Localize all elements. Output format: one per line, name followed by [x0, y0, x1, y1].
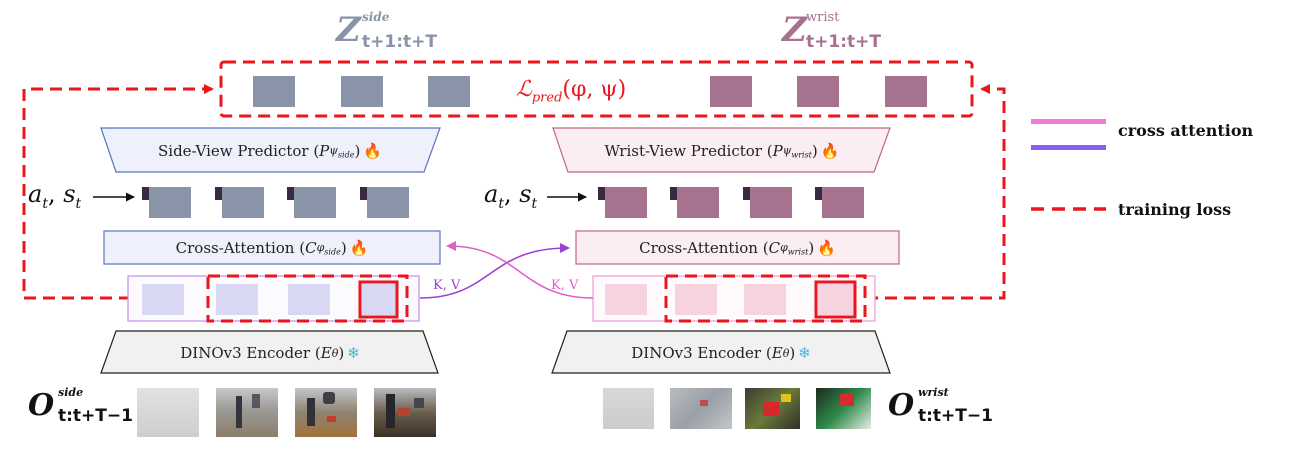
side-observation-frame-1 — [137, 388, 199, 437]
side-observation-label: O side t:t+T−1 — [28, 386, 133, 426]
side-kv-to-wrist-attention — [419, 243, 570, 299]
z-side-sup: side — [362, 10, 390, 24]
snowflake-icon: ❄ — [798, 344, 811, 362]
side-action-state-label: at, st — [28, 180, 82, 212]
wrist-observation-frame-3 — [745, 388, 800, 429]
wrist-observation-frame-1 — [603, 388, 654, 429]
wrist-observation-label: O wrist t:t+T−1 — [888, 386, 993, 426]
side-kv-label: K, V — [433, 278, 461, 293]
wrist-obs-sup: wrist — [918, 386, 949, 399]
wrist-pred-latent-2 — [797, 76, 839, 107]
side-target-token — [358, 280, 399, 319]
wrist-observation-frame-2 — [670, 388, 732, 429]
wrist-cross-attention-shape — [575, 230, 900, 265]
wrist-action-state-label: at, st — [484, 180, 538, 212]
side-observation-frame-2 — [216, 388, 278, 437]
wrist-encoder-shape — [551, 330, 891, 374]
wrist-target-token — [814, 280, 857, 319]
side-observation-frame-3 — [295, 388, 357, 437]
side-obs-sup: side — [58, 386, 84, 399]
fire-icon: 🔥 — [363, 142, 382, 160]
z-wrist-sub: t+1:t+T — [806, 32, 881, 52]
prediction-loss-box — [219, 60, 974, 118]
wrist-loss-path — [866, 84, 1006, 300]
wrist-predictor-tokens — [598, 187, 864, 218]
wrist-pred-latent-3 — [885, 76, 927, 107]
fire-icon: 🔥 — [820, 142, 840, 160]
side-pred-latent-3 — [428, 76, 470, 107]
wrist-kv-to-side-attention — [446, 241, 594, 299]
wrist-pred-latent-1 — [710, 76, 752, 107]
z-side-label: Z side t+1:t+T — [336, 10, 437, 52]
legend-training-loss-label: training loss — [1118, 200, 1232, 219]
legend-cross-attention-purple — [1031, 145, 1106, 150]
wrist-target-dashed-box — [664, 274, 867, 323]
side-loss-path — [22, 84, 214, 300]
wrist-kv-label: K, V — [551, 278, 579, 293]
snowflake-icon: ❄ — [347, 344, 360, 362]
z-wrist-label: Z wrist t+1:t+T — [782, 10, 881, 52]
side-pred-latent-2 — [341, 76, 383, 107]
side-predictor-shape — [100, 127, 441, 173]
side-observation-frame-4 — [374, 388, 436, 437]
side-cross-attention-shape — [103, 230, 441, 265]
side-encoder-shape — [100, 330, 439, 374]
fire-icon: 🔥 — [817, 239, 836, 257]
wrist-obs-sub: t:t+T−1 — [918, 406, 993, 426]
side-target-dashed-box — [206, 274, 409, 323]
wrist-observation-frame-4 — [816, 388, 871, 429]
legend-cross-attention-pink — [1031, 119, 1106, 124]
side-obs-sub: t:t+T−1 — [58, 406, 133, 426]
z-side-sub: t+1:t+T — [362, 32, 437, 52]
fire-icon: 🔥 — [349, 239, 369, 257]
side-pred-latent-1 — [253, 76, 295, 107]
side-predictor-tokens — [142, 187, 409, 218]
prediction-loss-label: ℒpred(φ, ψ) — [516, 77, 627, 106]
wrist-predictor-shape — [552, 127, 891, 173]
legend-cross-attention-label: cross attention — [1118, 121, 1254, 140]
z-wrist-sup: wrist — [806, 10, 840, 25]
